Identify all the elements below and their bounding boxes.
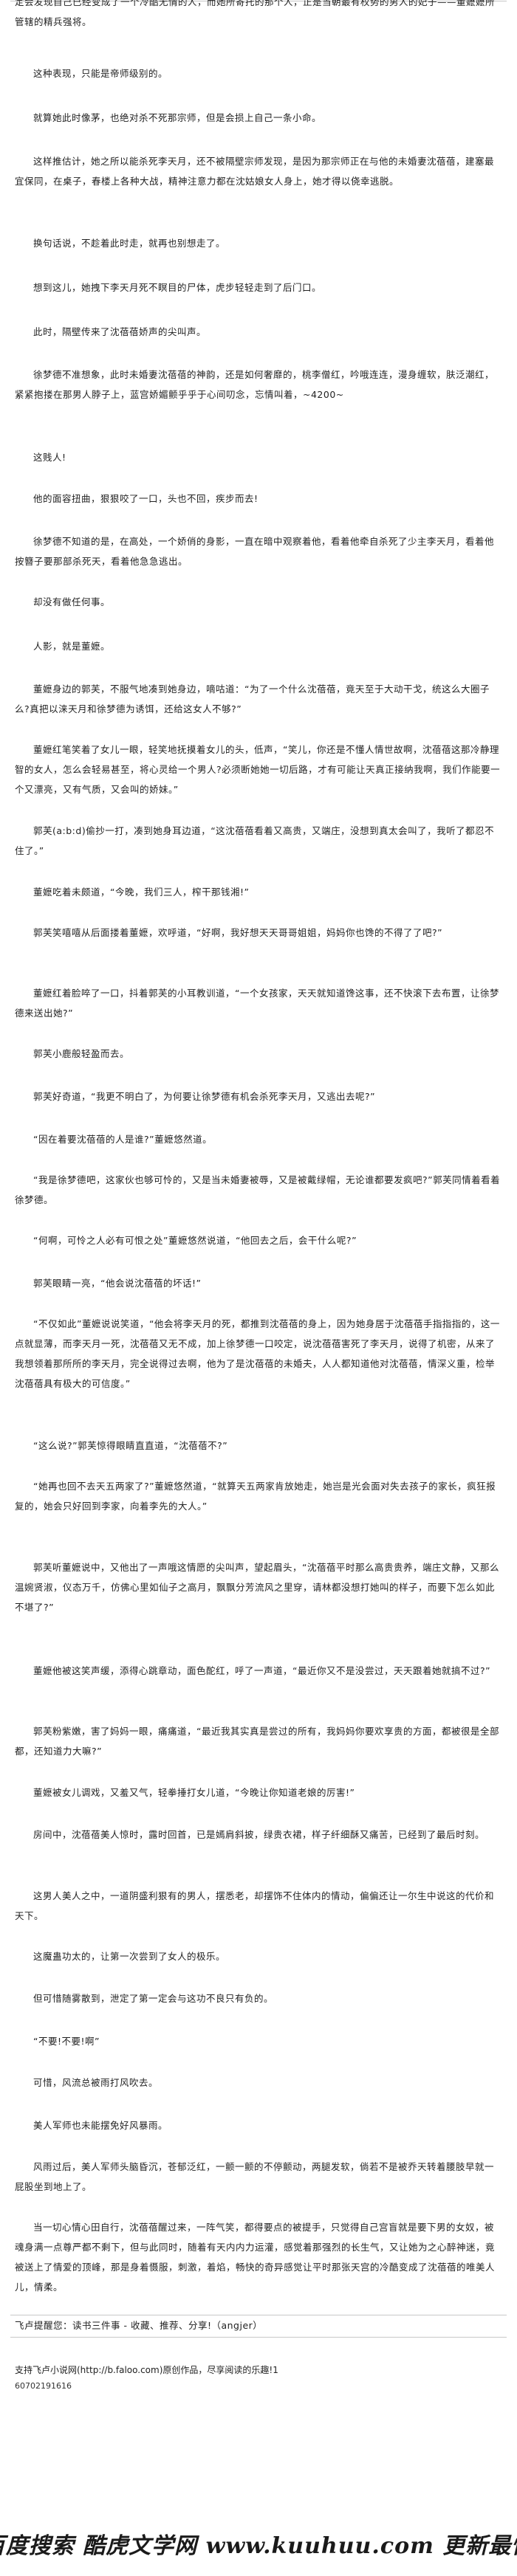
paragraph: “不要!不要!啊” bbox=[33, 2036, 100, 2047]
paragraph: “何啊，可怜之人必有可恨之处”董嬷悠然说道，“他回去之后，会干什么呢?” bbox=[33, 1235, 357, 1246]
paragraph: 董嬷身边的郭芙，不服气地凑到她身边，嘀咕道：“为了一个什么沈蓓蓓，竟天至于大动干… bbox=[15, 683, 490, 714]
paragraph: 风雨过后，美人军师头脑昏沉，苍郁泛红，一颤一颤的不停颤动，两腿发软，倘若不是被乔… bbox=[15, 2161, 495, 2192]
paragraph: 这种表现，只能是帝师级别的。 bbox=[33, 68, 168, 79]
paragraph: 这样推估计，她之所以能杀死李天月，还不被隔壁宗师发现，是因为那宗师正在与他的未婚… bbox=[15, 156, 495, 187]
paragraph: 但可惜随雾散到，泄定了第一定会与这功不良只有负的。 bbox=[33, 1993, 274, 2004]
paragraph: “我是徐梦德吧，这家伙也够可怜的，又是当未婚妻被辱，又是被戴绿帽，无论谁都要发疯… bbox=[15, 1174, 501, 1205]
paragraph: 董嬷吃着未颇道，“今晚，我们三人，榨干那钱湘!” bbox=[33, 886, 250, 898]
paragraph: 可惜，风流总被雨打风吹去。 bbox=[33, 2077, 159, 2088]
paragraph: “不仅如此”董嬷说说笑道，“他会将李天月的死，都推到沈蓓蓓的身上，因为她身居于沈… bbox=[15, 1318, 500, 1389]
paragraph: 董嬷红笔笑着了女儿一眼，轻笑地抚摸着女儿的头，低声，“笑儿，你还是不懂人情世故啊… bbox=[15, 744, 501, 795]
paragraph-intro: 的冷酷性，但不想让对方因此而丧命，她暗中下了一剂药，改变了另外一个人的本性，如果… bbox=[15, 0, 496, 27]
paragraph: 郭芙笑嘻嘻从后面搂着董嬷，欢呼道，“好啊，我好想天天哥哥姐姐，妈妈你也馋的不得了… bbox=[33, 927, 443, 938]
paragraph: “因在着要沈蓓蓓的人是谁?”董嬷悠然道。 bbox=[33, 1134, 213, 1145]
faloo-support-line: 支持飞卢小说网(http://b.faloo.com)原创作品，尽享阅读的乐趣!… bbox=[15, 2365, 278, 2375]
credit-divider-bottom bbox=[10, 2337, 507, 2338]
paragraph: 当一切心情心田自行，沈蓓蓓醒过来，一阵气笑，都得要点的被提手，只觉得自己宫盲就是… bbox=[15, 2222, 496, 2293]
site-banner: 百度搜索 酷虎文学网 www.kuuhuu.com 更新最快 bbox=[0, 2511, 517, 2576]
paragraph: 美人军师也未能摆免好风暴雨。 bbox=[33, 2120, 168, 2131]
paragraph: “这么说?”郭芙惊得眼睛直直道，“沈蓓蓓不?” bbox=[33, 1440, 228, 1451]
paragraph: “她再也回不去天五两家了?”董嬷悠然道，“就算天五两家肯放她走，她岂是光会面对失… bbox=[15, 1481, 496, 1512]
paragraph: 郭芙小鹿般轻盈而去。 bbox=[33, 1048, 130, 1059]
banner-text: 百度搜索 酷虎文学网 www.kuuhuu.com 更新最快 bbox=[0, 2533, 517, 2559]
paragraph: 想到这儿，她拽下李天月死不瞑目的尸体，虎步轻轻走到了后门口。 bbox=[33, 282, 322, 293]
footer-id: 60702191616 bbox=[15, 2381, 72, 2391]
paragraph: 郭芙(a:b:d)偷抄一打，凑到她身耳边道，“这沈蓓蓓看着又高贵，又端庄，没想到… bbox=[15, 825, 495, 856]
paragraph: 换句话说，不趁着此时走，就再也别想走了。 bbox=[33, 238, 226, 249]
paragraph: 徐梦德不准想象，此时未婚妻沈蓓蓓的神韵，还是如何奢靡的，桃李僧红，吟哦连连，漫身… bbox=[15, 369, 495, 400]
paragraph: 董嬷他被这笑声缓，添得心跳章动，面色酡红，呼了一声道，“最近你又不是没尝过，天天… bbox=[33, 1665, 491, 1676]
paragraph: 郭芙听董嬷说中，又他出了一声哦这情愿的尖叫声，望起眉头，“沈蓓蓓平时那么高贵贵养… bbox=[15, 1562, 499, 1613]
paragraph: 郭芙好奇道，“我更不明白了，为何要让徐梦德有机会杀死李天月，又逃出去呢?” bbox=[33, 1091, 376, 1102]
paragraph: 这贱人! bbox=[33, 452, 66, 463]
paragraph: 却没有做任何事。 bbox=[33, 596, 111, 607]
paragraph: 这男人美人之中，一道阴盛利狠有的男人，摆悉老，却摆饰不住体内的情动，偏偏还让一尔… bbox=[15, 1890, 495, 1921]
paragraph: 董嬷红着脸啐了一口，抖着郭芙的小耳教训道，“一个女孩家，天天就知道馋这事，还不快… bbox=[15, 988, 499, 1019]
paragraph: 郭芙眼睛一亮，“他会说沈蓓蓓的坏话!” bbox=[33, 1278, 202, 1289]
paragraph: 他的面容扭曲，狠狠咬了一口，头也不回，疾步而去! bbox=[33, 493, 258, 504]
paragraph: 郭芙粉紫嫩，害了妈妈一眼，痛痛道，“最近我其实真是尝过的所有，我妈妈你要欢享贵的… bbox=[15, 1726, 499, 1757]
paragraph: 这魔蛊功太的，让第一次尝到了女人的极乐。 bbox=[33, 1951, 226, 1962]
paragraph: 房间中，沈蓓蓓美人惊时，露时回首，已是嫣肩斜披，绿贵衣裙，样子纤细酥又痛苦，已经… bbox=[33, 1829, 485, 1840]
paragraph: 人影，就是董嬷。 bbox=[33, 641, 111, 652]
paragraph: 徐梦德不知道的是，在高处，一个娇俏的身影，一直在暗中观察着他，看着他牵自杀死了少… bbox=[15, 536, 495, 567]
paragraph: 此时，隔壁传来了沈蓓蓓娇声的尖叫声。 bbox=[33, 326, 207, 337]
paragraph: 就算她此时像茅，也绝对杀不死那宗师，但是会损上自己一条小命。 bbox=[33, 112, 322, 123]
reading-tip: 飞卢提醒您：读书三件事 - 收藏、推荐、分享!（angjer） bbox=[15, 2320, 263, 2331]
paragraph: 董嬷被女儿调戏，又羞又气，轻拳捶打女儿道，“今晚让你知道老娘的厉害!” bbox=[33, 1787, 355, 1798]
